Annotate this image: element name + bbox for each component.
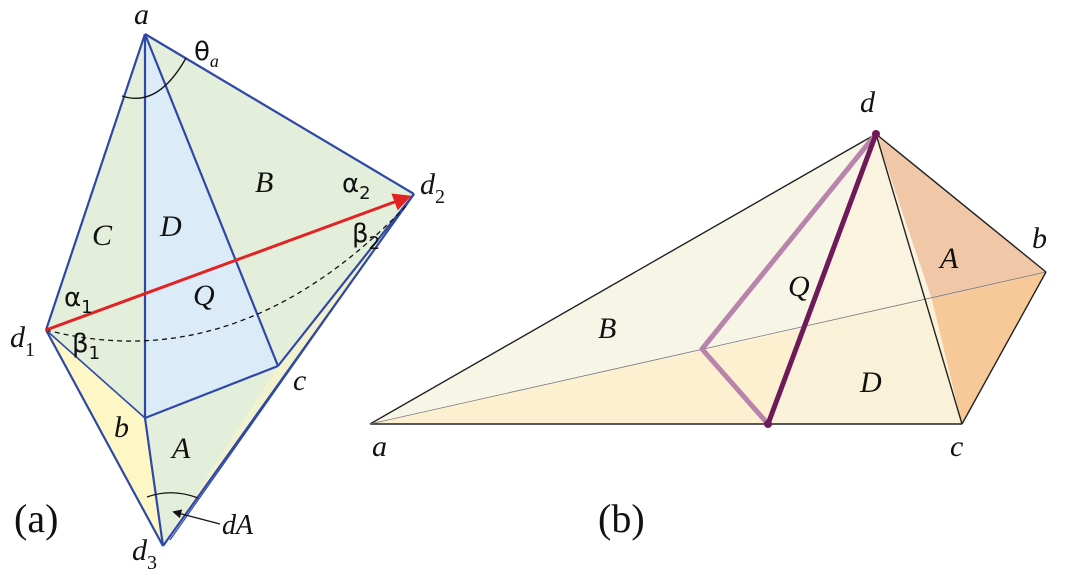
edge-d1-d3 [45,329,164,547]
purple-path-light [699,132,878,426]
face-label-A: A [170,432,191,465]
angle-label-dA: dA [222,510,254,541]
face-B-region-b [370,134,932,424]
edge-b-d-b [875,133,1047,273]
face-B-region [145,34,414,366]
angle-label-beta-2: β2 [352,219,380,254]
red-arrow-d1-d2 [45,193,412,332]
vertex-label-a: a [134,0,149,31]
face-label-D-b: D [859,366,882,399]
edge-d1-b [45,329,146,419]
angle-label-theta-a: θa [194,37,219,71]
edge-a-c [143,33,280,367]
dashed-geodesic-arc [45,203,409,342]
face-label-A-b: A [938,242,959,275]
tetra-edges-b [369,133,1047,425]
vertex-label-c-b: c [950,430,963,463]
angle-arc-dA [146,492,199,499]
edge-d2-d3-inner [169,201,409,541]
panel-b: d b a c A Q B D (b) [369,86,1047,541]
edge-a-d1 [44,33,147,331]
edge-a-d2 [144,33,415,195]
angle-label-beta-1: β1 [72,329,100,364]
face-orange-lower [932,272,1046,424]
angle-arc-theta-a [121,57,187,99]
edge-b-b-c [961,271,1047,425]
purple-dot-top [872,130,880,138]
vertex-label-c: c [293,364,306,397]
edge-b-d-c [875,133,963,425]
tetra-edges [44,33,415,547]
angle-label-alpha-2: α2 [342,169,371,204]
panel-label-a: (a) [14,496,58,541]
face-Q-region-b [768,134,962,424]
face-label-B-b: B [598,312,616,345]
vertex-label-b-b: b [1032,222,1047,255]
panel-label-b: (b) [598,496,645,541]
purple-dot-bottom [764,420,772,428]
vertex-label-d1: d1 [10,321,35,361]
edge-b-d3 [143,417,165,547]
face-label-B: B [255,166,273,199]
dA-pointer-arrow [172,509,221,525]
edge-b-a-b [369,271,1047,425]
face-label-C: C [92,219,113,252]
vertex-label-a-b: a [372,430,387,463]
panel-a: a d2 d1 d3 c b B C D Q A θa α2 β2 α1 [10,0,445,574]
vertex-label-d3: d3 [132,534,157,574]
face-D-region [145,34,278,418]
edge-b-c [144,364,279,420]
vertex-label-d2: d2 [420,168,445,208]
edge-b-a-d [369,133,877,425]
vertex-label-d-b: d [860,86,876,119]
face-label-D: D [159,210,182,243]
vertex-label-b: b [114,411,129,444]
face-label-Q: Q [193,279,215,312]
edge-c-d2 [277,193,415,367]
face-label-Q-b: Q [788,270,810,303]
face-A-region-b [876,134,1046,300]
purple-path-dark [765,133,879,425]
angle-label-alpha-1: α1 [64,283,93,318]
